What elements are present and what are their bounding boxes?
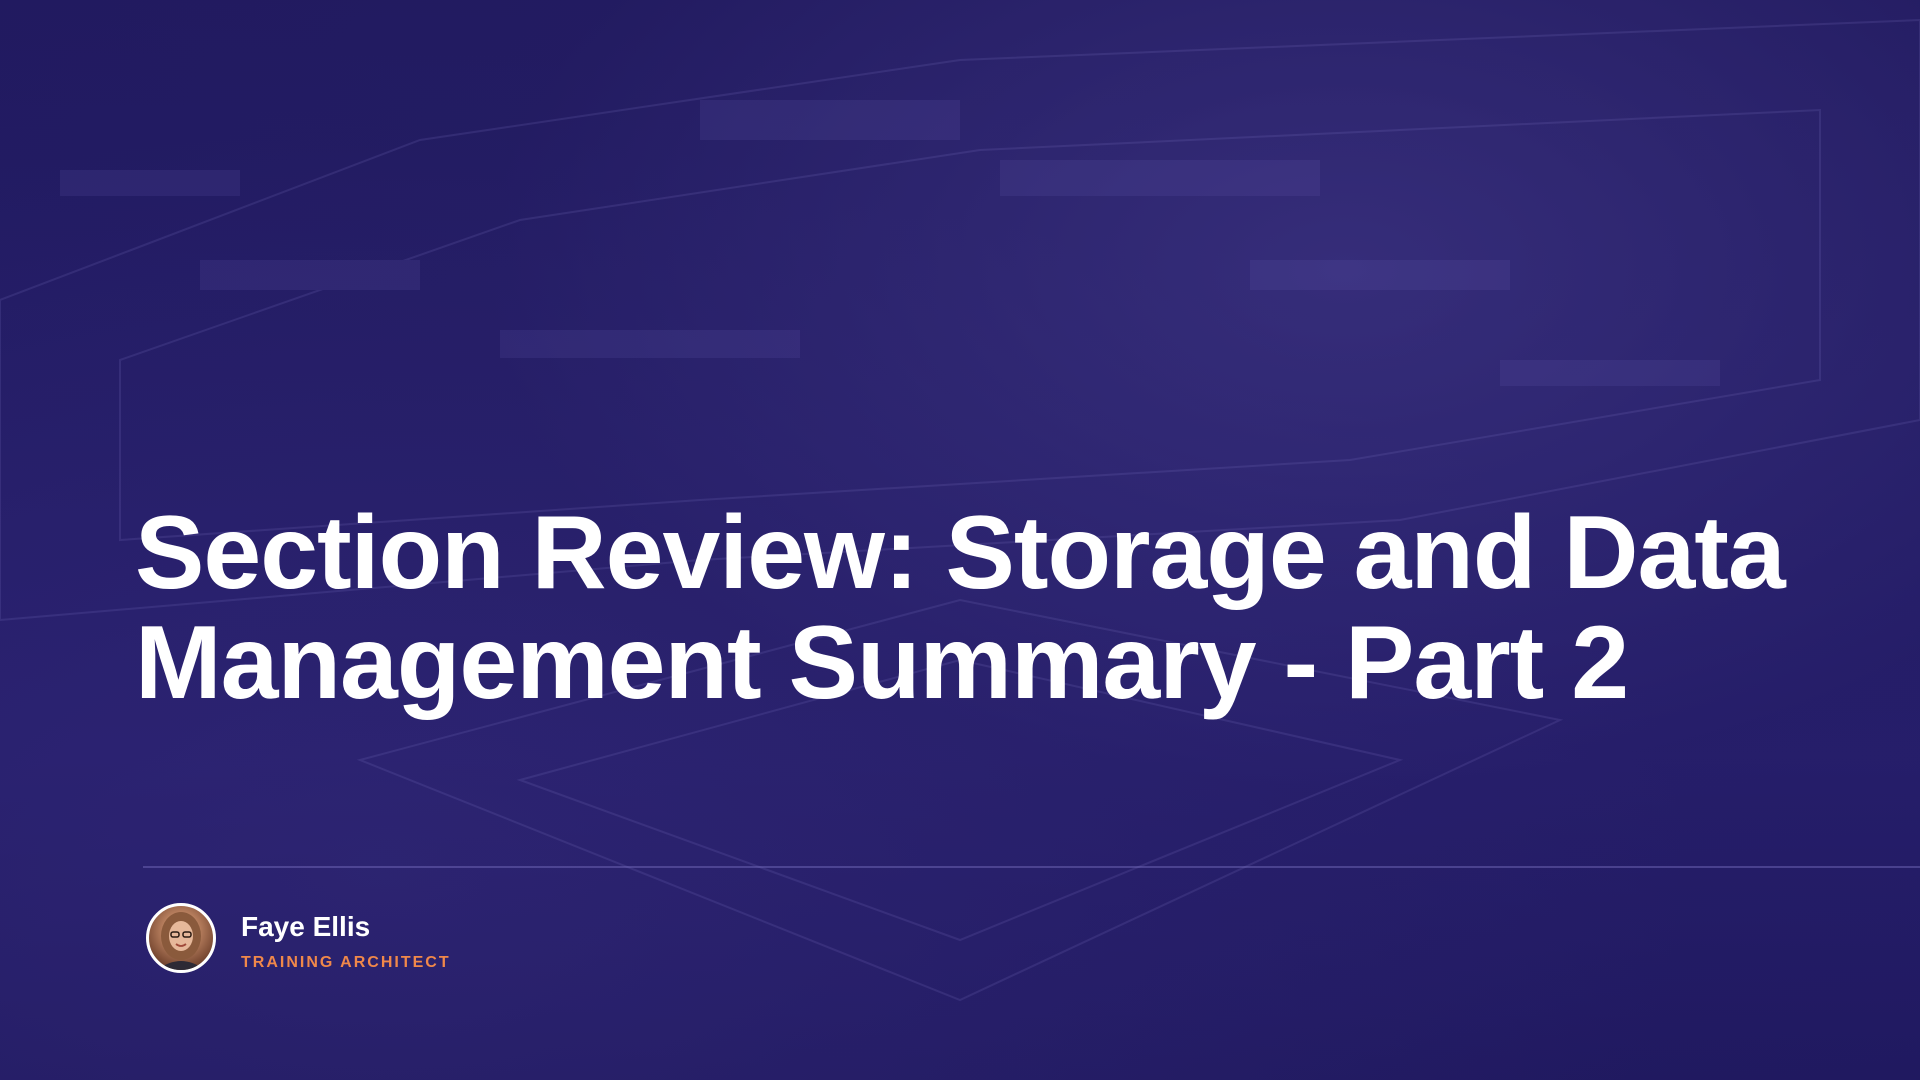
slide-title: Section Review: Storage and Data Managem… (135, 495, 1786, 721)
presenter-avatar (146, 903, 216, 973)
presenter-name: Faye Ellis (241, 911, 371, 942)
presenter-role: TRAINING ARCHITECT (241, 954, 451, 971)
presenter-photo-icon (157, 912, 205, 970)
divider-line (143, 866, 1920, 868)
